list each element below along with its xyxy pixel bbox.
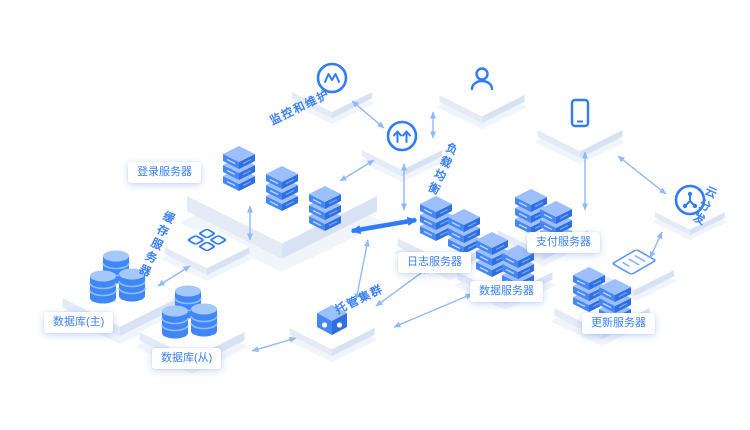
- up-arrows-circle-icon: [386, 120, 418, 152]
- arrow-data-cluster: [393, 293, 473, 328]
- arrow-monitoring-loadbalancer: [351, 100, 385, 129]
- monitor-gauge-icon: [316, 62, 348, 94]
- label-db-slave: 数据库(从): [152, 348, 222, 370]
- arrow-cluster-dbslave: [251, 336, 297, 353]
- arrow-cache-dbmaster: [157, 265, 191, 287]
- arrow-cdn-update: [649, 231, 663, 259]
- server-stack-icon: [266, 166, 298, 211]
- cluster-node: [286, 305, 378, 362]
- arrow-loadbalancer-login: [339, 159, 375, 182]
- label-data-server: 数据服务器: [470, 281, 543, 303]
- arrow-center-cluster: [354, 239, 370, 301]
- smartphone-icon: [570, 98, 590, 128]
- server-stack-icon: [420, 196, 452, 241]
- label-payment-server: 支付服务器: [527, 232, 600, 254]
- label-db-master: 数据库(主): [44, 312, 114, 334]
- user-node: [436, 67, 528, 129]
- connector-arrows: [157, 100, 667, 353]
- label-log-server: 日志服务器: [398, 252, 471, 274]
- server-stack-icon: [448, 209, 480, 254]
- label-update-server: 更新服务器: [582, 313, 655, 335]
- server-stack-icon: [309, 186, 341, 231]
- label-login-server: 登录服务器: [128, 162, 201, 184]
- client-node: [534, 98, 626, 164]
- arrow-cdn-client: [617, 155, 667, 195]
- cdn-node: [652, 184, 728, 240]
- arrow-log-cluster: [375, 267, 429, 307]
- main-double-arrow: [350, 217, 418, 234]
- server-stack-icon: [223, 146, 255, 191]
